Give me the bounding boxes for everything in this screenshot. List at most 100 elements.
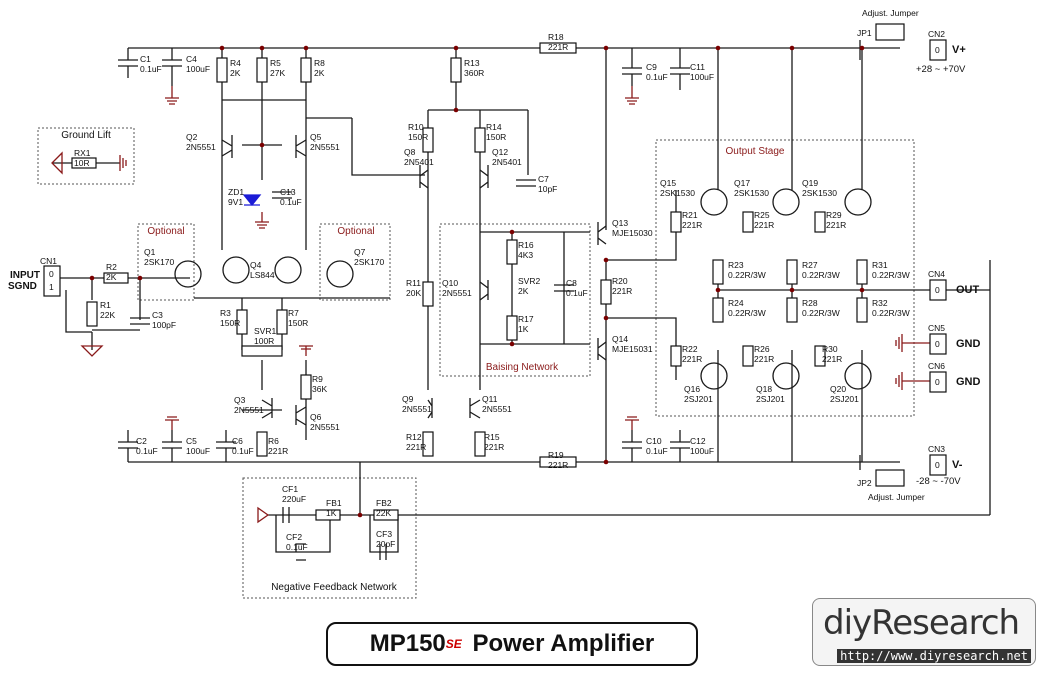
rx1-value: 10R: [74, 158, 90, 168]
optional-right-title: Optional: [337, 226, 374, 237]
q2-ref: Q2: [186, 132, 198, 142]
c8-value: 0.1uF: [566, 288, 588, 298]
r23-ref: R23: [728, 260, 744, 270]
zd1-ref: ZD1: [228, 187, 244, 197]
q7-value: 2SK170: [354, 257, 385, 267]
q1-ref: Q1: [144, 247, 156, 257]
logo-text: diyResearch: [823, 603, 1020, 643]
c8-ref: C8: [566, 278, 577, 288]
r8-value: 2K: [314, 68, 325, 78]
c4-ref: C4: [186, 54, 197, 64]
c10-value: 0.1uF: [646, 446, 668, 456]
title-sup: SE: [445, 637, 462, 651]
q16-ref: Q16: [684, 384, 700, 394]
logo-url: http://www.diyresearch.net: [837, 649, 1031, 663]
r25-value: 221R: [754, 220, 774, 230]
q15-value: 2SK1530: [660, 188, 695, 198]
c5-value: 100uF: [186, 446, 210, 456]
cn5-pin: 0: [935, 339, 940, 349]
title-main: MP150: [369, 630, 446, 657]
cn2-pin: 0: [935, 45, 940, 55]
q16-value: 2SJ201: [684, 394, 713, 404]
part-bodies: [71, 42, 868, 561]
c9-ref: C9: [646, 62, 657, 72]
r1-ref: R1: [100, 300, 111, 310]
r19-value: 221R: [548, 460, 568, 470]
cf1-value: 220uF: [282, 494, 306, 504]
q9-ref: Q9: [402, 394, 414, 404]
r13-ref: R13: [464, 58, 480, 68]
output-stage-box: [655, 139, 915, 417]
c4-value: 100uF: [186, 64, 210, 74]
c2-ref: C2: [136, 436, 147, 446]
r3-ref: R3: [220, 308, 231, 318]
r28-value: 0.22R/3W: [802, 308, 840, 318]
cf3-value: 20pF: [376, 539, 395, 549]
r24-ref: R24: [728, 298, 744, 308]
r11-value: 20K: [406, 288, 421, 298]
cn5-label: CN5: [928, 323, 945, 333]
r12-value: 221R: [406, 442, 426, 452]
fb1-ref: FB1: [326, 498, 342, 508]
c11-value: 100uF: [690, 72, 714, 82]
q15-ref: Q15: [660, 178, 676, 188]
r29-value: 221R: [826, 220, 846, 230]
q5-value: 2N5551: [310, 142, 340, 152]
q20-ref: Q20: [830, 384, 846, 394]
q19-ref: Q19: [802, 178, 818, 188]
r14-ref: R14: [486, 122, 502, 132]
c5-ref: C5: [186, 436, 197, 446]
q17-value: 2SK1530: [734, 188, 769, 198]
r6-value: 221R: [268, 446, 288, 456]
r10-ref: R10: [408, 122, 424, 132]
r18-ref: R18: [548, 32, 564, 42]
r19-ref: R19: [548, 450, 564, 460]
fb1-value: 1K: [326, 508, 337, 518]
r27-ref: R27: [802, 260, 818, 270]
gnd5-label: GND: [956, 338, 981, 350]
c12-value: 100uF: [690, 446, 714, 456]
logo-block: diyResearch http://www.diyresearch.net: [812, 598, 1036, 666]
r30-ref: R30: [822, 344, 838, 354]
cn1-label: CN1: [40, 256, 57, 266]
part-labels: RX110RC10.1uFC4100uFR42KR527KR82KR13360R…: [74, 32, 910, 552]
r22-ref: R22: [682, 344, 698, 354]
r9-value: 36K: [312, 384, 327, 394]
biasing-title: Baising Network: [486, 362, 559, 373]
c2-value: 0.1uF: [136, 446, 158, 456]
optional-right-box: [319, 223, 391, 301]
r2-value: 2K: [106, 272, 117, 282]
c13-ref: C13: [280, 187, 296, 197]
q17-ref: Q17: [734, 178, 750, 188]
svr2-ref: SVR2: [518, 276, 540, 286]
r6-ref: R6: [268, 436, 279, 446]
r26-value: 221R: [754, 354, 774, 364]
q1-value: 2SK170: [144, 257, 175, 267]
cf2-ref: CF2: [286, 532, 302, 542]
output-stage-title: Output Stage: [726, 146, 785, 157]
cn3-pin: 0: [935, 460, 940, 470]
r27-value: 0.22R/3W: [802, 270, 840, 280]
r4-value: 2K: [230, 68, 241, 78]
r20-ref: R20: [612, 276, 628, 286]
c6-value: 0.1uF: [232, 446, 254, 456]
q3-value: 2N5551: [234, 405, 264, 415]
r8-ref: R8: [314, 58, 325, 68]
r13-value: 360R: [464, 68, 484, 78]
q19-value: 2SK1530: [802, 188, 837, 198]
c7-value: 10pF: [538, 184, 557, 194]
r11-ref: R11: [406, 278, 421, 288]
q14-ref: Q14: [612, 334, 628, 344]
gnd6-label: GND: [956, 376, 981, 388]
cf3-ref: CF3: [376, 529, 392, 539]
feedback-box: [242, 477, 417, 599]
q13-ref: Q13: [612, 218, 628, 228]
q11-value: 2N5551: [482, 404, 512, 414]
svr1-value: 100R: [254, 336, 274, 346]
input-gnd-label: SGND: [8, 281, 37, 292]
c10-ref: C10: [646, 436, 662, 446]
r31-ref: R31: [872, 260, 888, 270]
r17-value: 1K: [518, 324, 529, 334]
q9-value: 2N5551: [402, 404, 432, 414]
